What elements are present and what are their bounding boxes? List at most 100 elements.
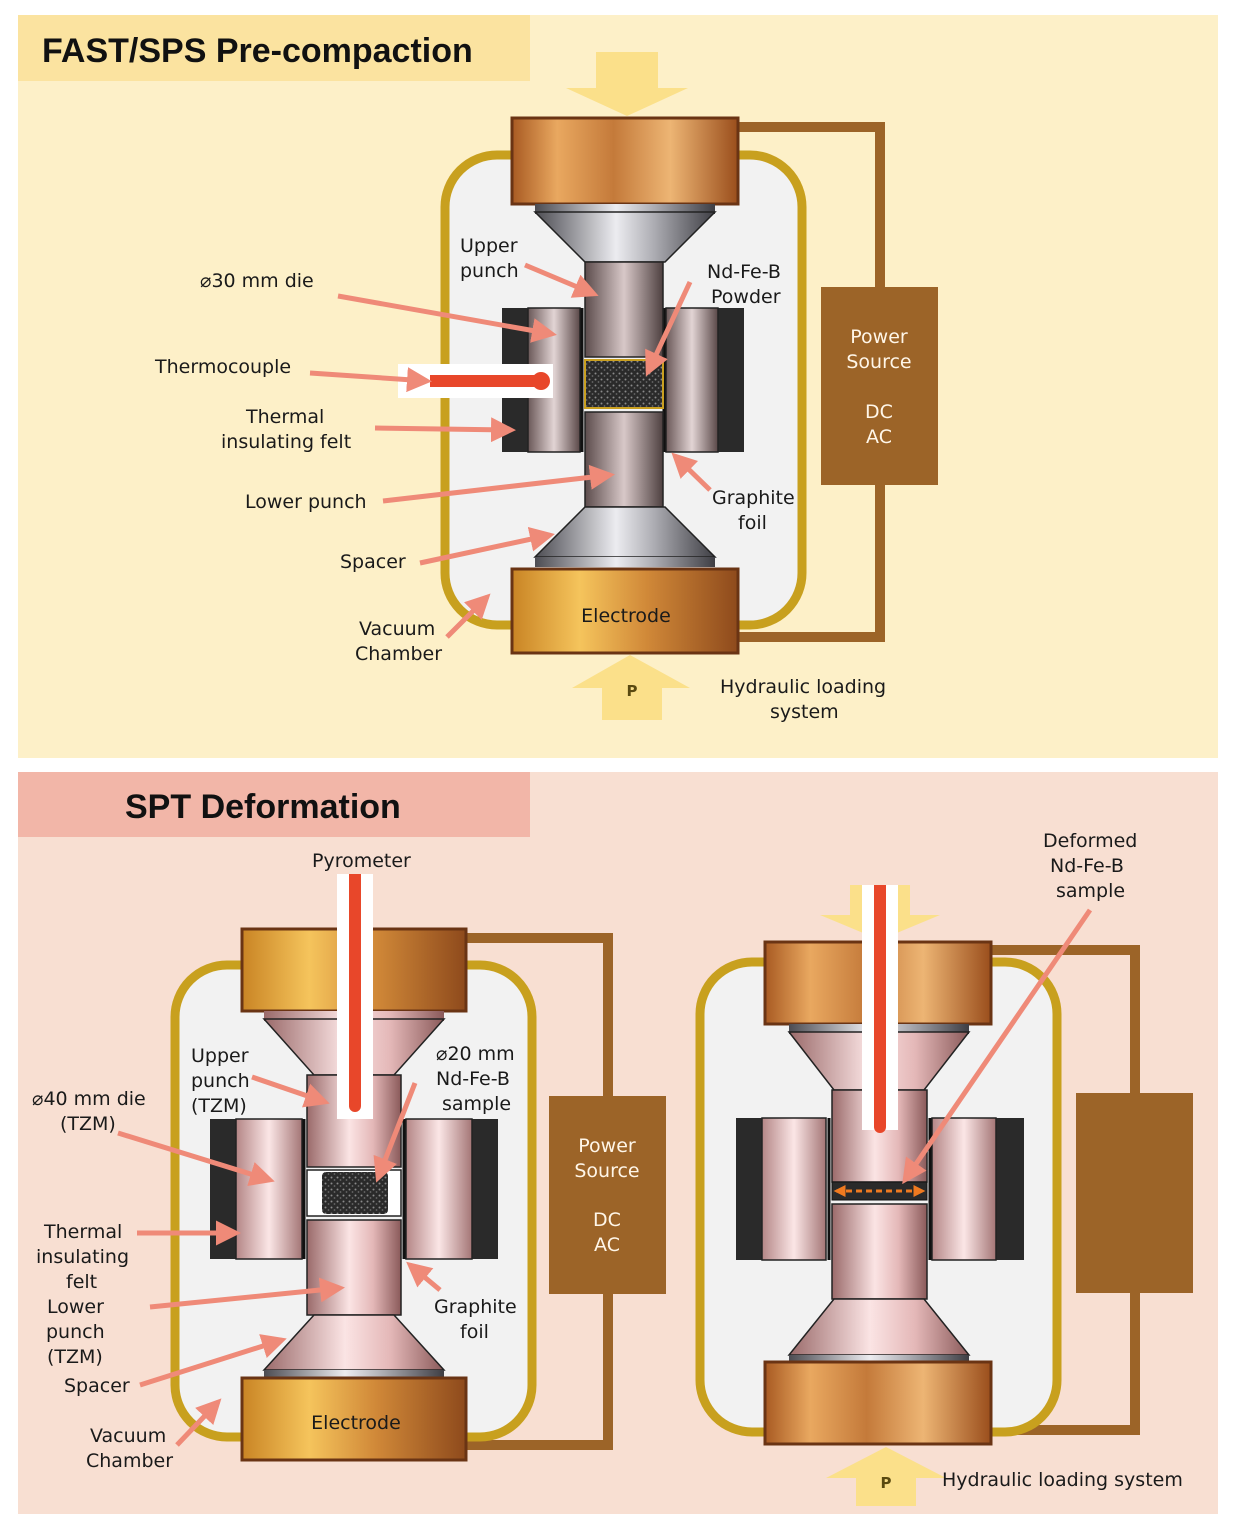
panel2-vacuum-label-2: Chamber — [86, 1450, 173, 1472]
panel2-arrow-upper-punch — [251, 1074, 330, 1108]
panel2-arrow-lower-punch — [149, 1277, 345, 1310]
panel2-right-die-right — [931, 1117, 997, 1261]
panel2-die-label-2: (TZM) — [60, 1113, 116, 1135]
panel1-hydraulic-label-1: Hydraulic loading — [720, 676, 886, 698]
panel1-title: FAST/SPS Pre-compaction — [42, 32, 473, 70]
panel2-right-die-left — [761, 1117, 827, 1261]
panel1-arrow-thermocouple — [309, 367, 432, 393]
panel1-felt-label-2: insulating felt — [221, 431, 351, 453]
panel1-bottom-pressure-arrow — [572, 655, 690, 720]
panel1-arrow-upper-punch — [524, 262, 599, 298]
panel2-left-electrode-label: Electrode — [311, 1412, 401, 1434]
panel1-felt-label-1: Thermal — [245, 406, 324, 428]
panel2-sample-label-2: Nd-Fe-B — [436, 1068, 510, 1090]
panel2-right-felt-left — [736, 1118, 766, 1260]
panel1-upper-punch-label-1: Upper — [460, 235, 518, 257]
panel1-power-source-ac: AC — [866, 426, 892, 448]
panel2-title-box — [18, 772, 530, 837]
panel1-upper-punch-label-2: punch — [460, 260, 519, 282]
panel1-thermocouple-rod — [430, 375, 538, 387]
panel1-pressure-label: P — [627, 682, 638, 700]
panel2-felt-label-2: insulating — [36, 1246, 129, 1268]
panel2-power-source-line1: Power — [578, 1135, 636, 1157]
panel1-powder-label-2: Powder — [711, 286, 781, 308]
panel2-power-source — [549, 1096, 666, 1294]
panel2-left-lower-electrode — [240, 1376, 468, 1462]
panel2-right-pyrometer-rod — [874, 885, 886, 1127]
panel1-arrow-spacer — [419, 526, 555, 566]
panel2-power-source-line2: Source — [574, 1160, 639, 1182]
panel2-deformed-label-3: sample — [1056, 880, 1125, 902]
panel2-power-source-dc: DC — [593, 1209, 621, 1231]
panel2-hydraulic-label: Hydraulic loading system — [942, 1469, 1183, 1491]
panel2-arrow-deformed — [902, 908, 1093, 1185]
panel1-title-box — [18, 15, 530, 81]
panel2-pyrometer-label: Pyrometer — [312, 850, 411, 872]
panel2-vacuum-label-1: Vacuum — [90, 1425, 166, 1447]
panel2-die-label-1: ⌀40 mm die — [32, 1088, 146, 1110]
panel2-leader-arrows — [117, 908, 1093, 1447]
panel1-graphite-label-2: foil — [738, 512, 767, 534]
panel1-upper-punch — [584, 261, 664, 358]
panel2-right-pyrometer-tip — [874, 1121, 886, 1133]
panel1-arrow-vacuum — [445, 593, 491, 639]
panel2-right-lower-electrode — [763, 1360, 993, 1446]
panel1-power-source-line2: Source — [846, 351, 911, 373]
panel1-upper-electrode — [510, 116, 740, 206]
panel2-left-felt-right — [468, 1119, 498, 1259]
panel2-right-power-box — [1076, 1093, 1193, 1293]
panel2-right-lower-spacer-plate — [789, 1355, 969, 1365]
panel1-power-source-dc: DC — [865, 401, 893, 423]
panel1-die-right — [665, 307, 719, 453]
panel2-arrow-spacer — [139, 1334, 287, 1388]
panel2-upper-punch-label-2: punch — [191, 1070, 250, 1092]
panel2-deformed-label-1: Deformed — [1043, 830, 1137, 852]
panel2-arrow-die — [117, 1130, 275, 1187]
panel1-lower-electrode — [510, 567, 740, 655]
panel1-arrow-powder — [645, 280, 693, 377]
panel2-right-bottom-pressure-arrow — [826, 1447, 946, 1506]
panel1-vacuum-label-2: Chamber — [355, 643, 442, 665]
panel2-left-lower-spacer-plate — [264, 1370, 444, 1380]
panel1-spacer-label: Spacer — [340, 551, 406, 573]
panel1-lower-punch-label: Lower punch — [245, 491, 367, 513]
panel1-arrow-felt — [374, 417, 516, 443]
panel1-lower-punch — [584, 411, 664, 508]
panel1-hydraulic-label-2: system — [770, 701, 839, 723]
panel1-power-source-line1: Power — [850, 326, 908, 348]
panel1-thermocouple-label: Thermocouple — [154, 356, 291, 378]
panel2-graphite-label-1: Graphite — [434, 1296, 517, 1318]
panel2-sample-label-1: ⌀20 mm — [436, 1043, 515, 1065]
panel2-arrow-sample — [373, 1082, 418, 1183]
panel1-arrow-die — [337, 293, 557, 343]
panel2-lower-punch-label-1: Lower — [47, 1296, 104, 1318]
panel1-arrow-graphite — [671, 452, 712, 492]
panel2-graphite-label-2: foil — [460, 1321, 489, 1343]
panel2-arrow-vacuum — [175, 1398, 222, 1447]
panel1-graphite-label-1: Graphite — [712, 487, 795, 509]
panel1-upper-spacer — [533, 211, 717, 263]
panel1-upper-spacer-plate — [535, 204, 715, 214]
panel2-left-wiring — [466, 933, 613, 1450]
panel2-left-lower-punch — [306, 1219, 402, 1316]
panel2-upper-punch-label-3: (TZM) — [191, 1095, 247, 1117]
panel1-electrode-label: Electrode — [581, 605, 671, 627]
panel2-right-felt-right — [994, 1118, 1024, 1260]
panel1-vacuum-label-1: Vacuum — [359, 618, 435, 640]
panel2-right-wiring — [992, 945, 1140, 1435]
panel2-title: SPT Deformation — [125, 788, 401, 826]
panel1-leader-arrows — [309, 262, 712, 639]
panel1-lower-spacer-plate — [535, 557, 715, 567]
panel2-left-sample — [322, 1172, 388, 1214]
panel2-sample-label-3: sample — [442, 1093, 511, 1115]
panel1-top-pressure-arrow — [566, 52, 688, 116]
panel2-left-die-right — [405, 1118, 473, 1260]
panel1-arrow-lower-punch — [382, 464, 615, 504]
panel2-arrow-graphite — [406, 1261, 442, 1292]
panel2-left-die-left — [235, 1118, 303, 1260]
panel2-deformed-label-2: Nd-Fe-B — [1050, 855, 1124, 877]
panel2-left-pyrometer-tip — [349, 1100, 361, 1112]
panel1-powder-label-1: Nd-Fe-B — [707, 261, 781, 283]
panel2-spacer-label: Spacer — [64, 1375, 130, 1397]
